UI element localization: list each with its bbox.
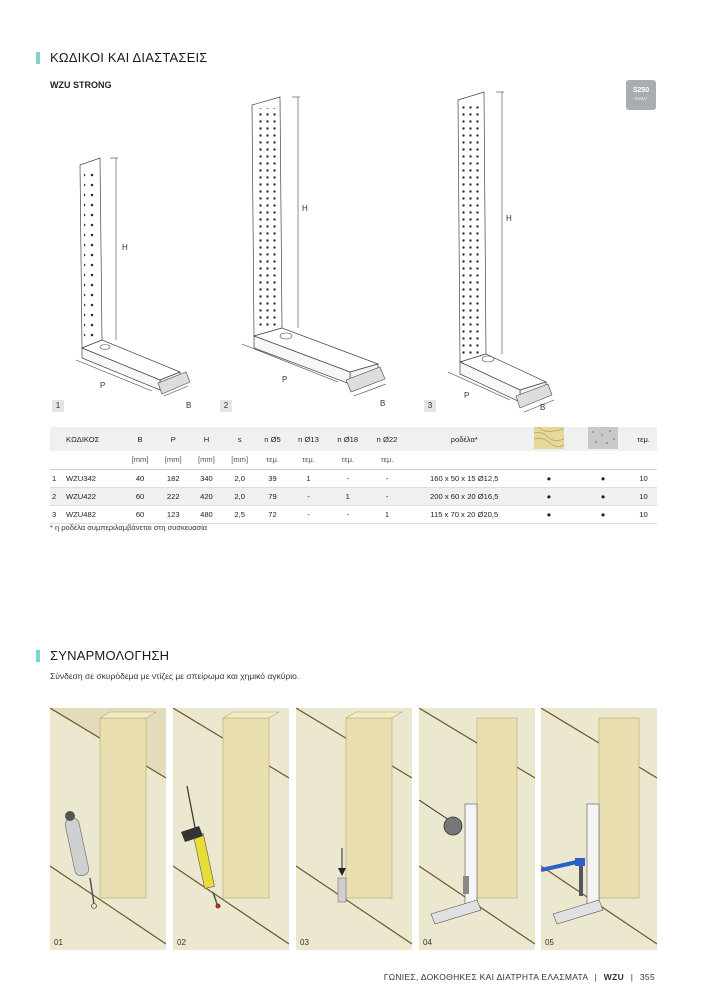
col-n5: n Ø5 (256, 427, 289, 451)
assembly-step-04: 04 (419, 708, 535, 950)
dim-p-2: P (282, 375, 287, 384)
step-label: 01 (54, 938, 63, 947)
page-number: 355 (639, 972, 655, 982)
table-units-row: [mm] [mm] [mm] [mm] τεμ. τεμ. τεμ. τεμ. (50, 451, 657, 470)
assembly-step-03: 03 (296, 708, 412, 950)
col-code: ΚΩΔΙΚΟΣ (64, 427, 124, 451)
bracket-drawings: H P B H P B H P B (75, 91, 555, 413)
col-washer: ροδέλα* (406, 427, 522, 451)
badge-finish: GALV (635, 96, 647, 101)
badge-grade: S250 (632, 87, 650, 94)
col-concrete (575, 427, 631, 451)
section-title-codes: ΚΩΔΙΚΟΙ ΚΑΙ ΔΙΑΣΤΑΣΕΙΣ (50, 50, 208, 65)
col-h: H (189, 427, 224, 451)
col-b: B (123, 427, 157, 451)
step-illustration (173, 708, 289, 945)
assembly-step-02: 02 (173, 708, 289, 950)
figure-number-1: 1 (52, 400, 64, 412)
dim-p-1: P (100, 381, 105, 390)
col-wood (521, 426, 576, 451)
footer-separator: | (630, 972, 634, 982)
steel-grade-badge: S250 GALV (626, 80, 656, 110)
assembly-step-05: 05 (541, 708, 657, 950)
col-s: s (223, 427, 257, 451)
codes-table: ΚΩΔΙΚΟΣ B P H s n Ø5 n Ø13 n Ø18 n Ø22 ρ… (50, 426, 657, 524)
step-illustration (419, 708, 535, 945)
step-illustration (541, 708, 657, 945)
col-n18: n Ø18 (328, 427, 368, 451)
dim-b-2: B (380, 399, 385, 408)
concrete-substrate-icon (588, 427, 618, 449)
col-pcs: τεμ. (630, 427, 657, 451)
figure-number-2: 2 (220, 400, 232, 412)
page-footer: ΓΩΝΙΕΣ, ΔΟΚΟΘΗΚΕΣ ΚΑΙ ΔΙΑΤΡΗΤΑ ΕΛΑΣΜΑΤΑ … (384, 972, 655, 982)
assembly-step-01: 01 (50, 708, 166, 950)
section-title-assembly: ΣΥΝΑΡΜΟΛΟΓΗΣΗ (50, 648, 170, 663)
table-header-row: ΚΩΔΙΚΟΣ B P H s n Ø5 n Ø13 n Ø18 n Ø22 ρ… (50, 426, 657, 451)
footer-product: WZU (603, 972, 625, 982)
dim-b-3: B (540, 403, 545, 412)
footer-category: ΓΩΝΙΕΣ, ΔΟΚΟΘΗΚΕΣ ΚΑΙ ΔΙΑΤΡΗΤΑ ΕΛΑΣΜΑΤΑ (383, 972, 588, 982)
dim-h-2: H (302, 204, 308, 213)
bracket-figure-1 (75, 157, 191, 397)
figure-number-3: 3 (424, 400, 436, 412)
step-label: 03 (300, 938, 309, 947)
step-label: 04 (423, 938, 432, 947)
step-label: 02 (177, 938, 186, 947)
bracket-figure-3 (447, 91, 555, 413)
product-subtitle: WZU STRONG (50, 80, 112, 90)
table-row: 2 WZU422 60 222 420 2,0 79 - 1 - 200 x 6… (50, 487, 657, 506)
table-row: 1 WZU342 40 182 340 2,0 39 1 - - 160 x 5… (50, 469, 657, 488)
col-p: P (156, 427, 190, 451)
wood-substrate-icon (533, 426, 565, 449)
footer-separator: | (594, 972, 598, 982)
assembly-description: Σύνδεση σε σκυρόδεμα με ντίζες με σπείρω… (50, 671, 300, 681)
step-illustration (50, 708, 166, 945)
washer-footnote: * η ροδέλα συμπεριλαμβάνεται στη συσκευα… (50, 523, 208, 532)
col-n22: n Ø22 (367, 427, 407, 451)
dim-p-3: P (464, 391, 469, 400)
section-marker (36, 650, 40, 662)
step-illustration (296, 708, 412, 945)
col-n13: n Ø13 (288, 427, 329, 451)
bracket-figure-2 (241, 96, 387, 397)
step-label: 05 (545, 938, 554, 947)
table-row: 3 WZU482 60 123 480 2,5 72 - - 1 115 x 7… (50, 505, 657, 524)
dim-h-1: H (122, 243, 128, 252)
dim-h-3: H (506, 214, 512, 223)
section-marker (36, 52, 40, 64)
dim-b-1: B (186, 401, 191, 410)
